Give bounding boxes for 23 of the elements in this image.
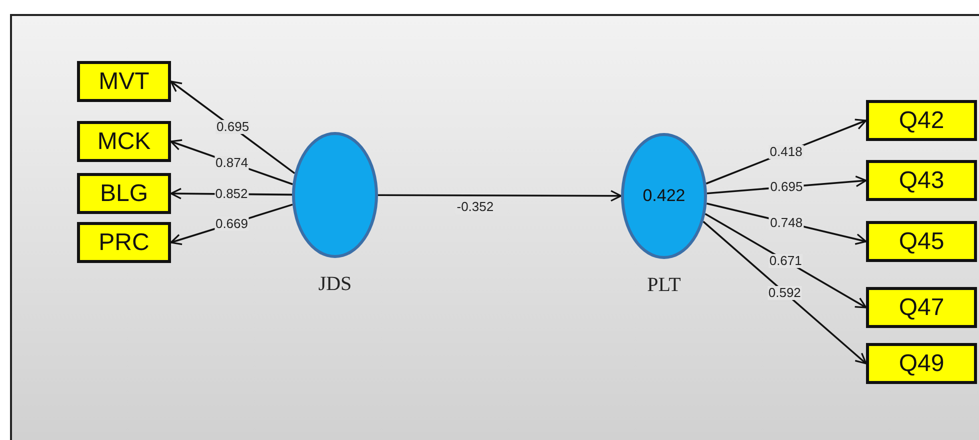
indicator-box: MVT (77, 61, 171, 102)
r-squared-value: 0.422 (642, 186, 686, 206)
indicator-box: MCK (77, 121, 171, 162)
edge-label: 0.671 (768, 254, 803, 268)
edge-label: 0.748 (769, 216, 804, 230)
edge-label: -0.352 (456, 200, 495, 214)
edge-label: 0.669 (214, 216, 249, 231)
edge-label: 0.695 (769, 180, 804, 194)
indicator-box: PRC (77, 222, 171, 263)
indicator-box: Q42 (866, 100, 977, 141)
edge-label: 0.418 (768, 145, 804, 160)
indicator-box: Q43 (866, 160, 977, 201)
construct-label: PLT (647, 274, 681, 297)
indicator-box: Q47 (866, 287, 977, 328)
edge-label: 0.592 (767, 286, 802, 300)
construct-label: JDS (318, 273, 352, 296)
edge-label: 0.874 (214, 156, 250, 170)
edge-label: 0.852 (214, 187, 249, 202)
indicator-box: Q45 (866, 221, 977, 262)
edge-label: 0.695 (216, 120, 250, 134)
arrow (378, 190, 622, 202)
indicator-box: Q49 (866, 343, 977, 384)
indicator-box: BLG (77, 173, 171, 214)
